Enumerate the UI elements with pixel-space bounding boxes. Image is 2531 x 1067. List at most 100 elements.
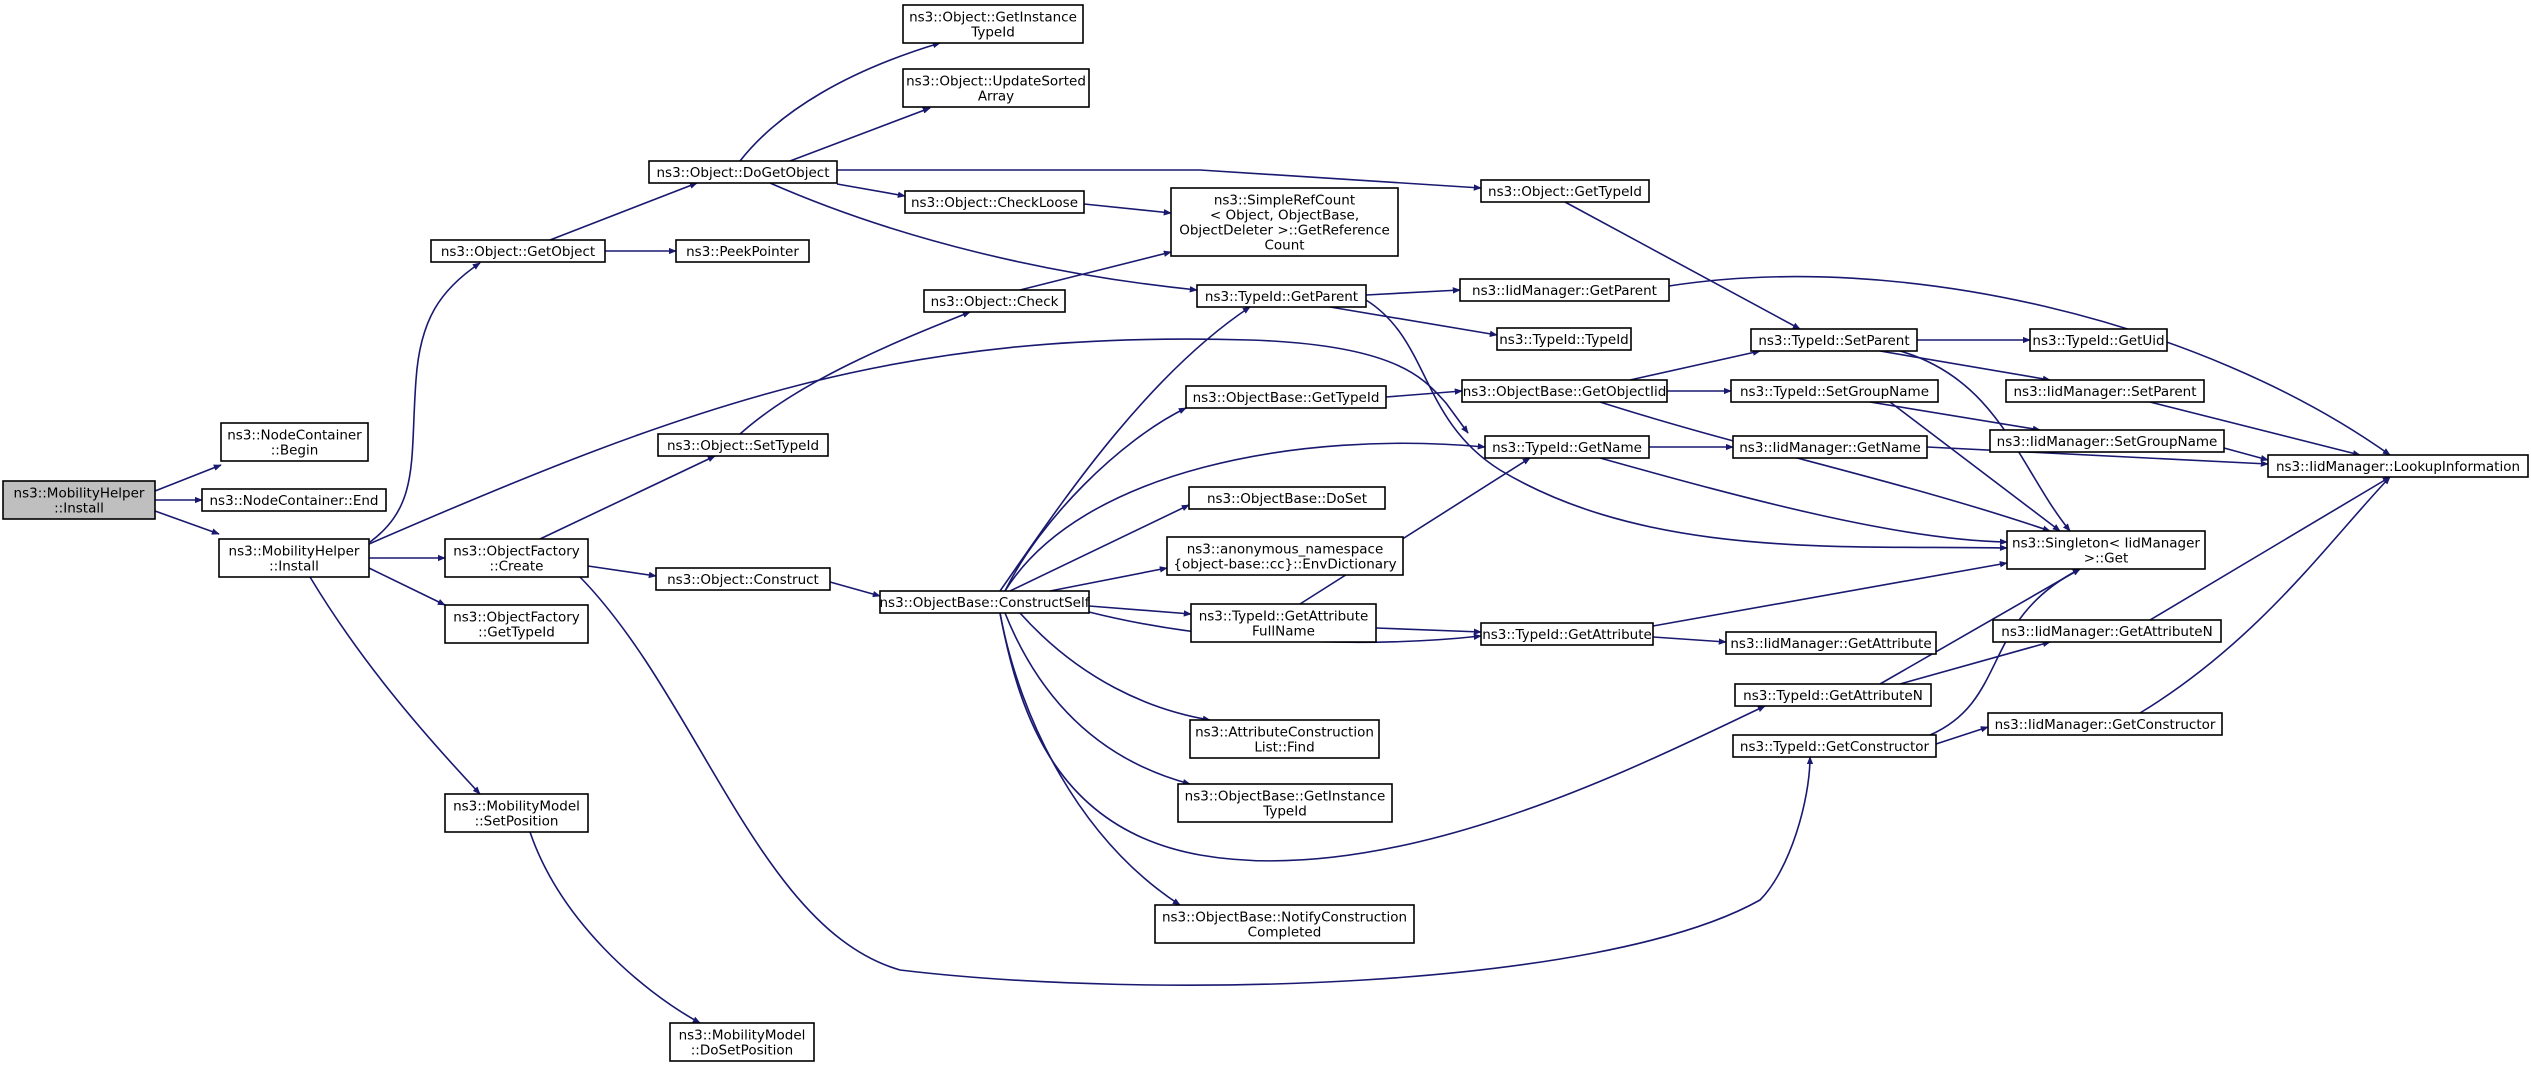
edge-iidmanager-getname-to-iidmanager-lookupinformation	[1926, 446, 2269, 467]
node-iidmanager-getname[interactable]: ns3::IidManager::GetName	[1732, 435, 1928, 459]
node-typeid-getattribute[interactable]: ns3::TypeId::GetAttribute	[1480, 622, 1654, 646]
node-box	[2029, 328, 2168, 352]
node-label: ns3::TypeId::TypeId	[1499, 332, 1629, 348]
node-typeid-typeid[interactable]: ns3::TypeId::TypeId	[1496, 327, 1632, 351]
call-arrow	[1019, 250, 1172, 291]
call-arrow	[1299, 457, 1531, 605]
node-label: ns3::SimpleRefCount	[1214, 193, 1355, 209]
node-iidmanager-getparent[interactable]: ns3::IidManager::GetParent	[1459, 278, 1670, 302]
node-typeid-getattributen[interactable]: ns3::TypeId::GetAttributeN	[1734, 683, 1932, 707]
node-typeid-getparent[interactable]: ns3::TypeId::GetParent	[1196, 284, 1367, 308]
node-objectbase-doset[interactable]: ns3::ObjectBase::DoSet	[1188, 486, 1386, 510]
call-arrow	[1629, 349, 1761, 381]
node-mobilitymodel-setposition[interactable]: ns3::MobilityModel::SetPosition	[444, 793, 589, 833]
node-mobilityhelper-install-root[interactable]: ns3::MobilityHelper::Install	[2, 480, 156, 520]
node-label: Array	[978, 89, 1014, 105]
node-iidmanager-getattributen[interactable]: ns3::IidManager::GetAttributeN	[1992, 619, 2222, 643]
node-singleton-get[interactable]: ns3::Singleton< IidManager>::Get	[2006, 530, 2206, 570]
node-label: {object-base::cc}::EnvDictionary	[1173, 557, 1396, 573]
node-label: Count	[1264, 238, 1304, 254]
edge-object-getobject-to-object-dogetobject	[549, 182, 698, 241]
node-object-dogetobject[interactable]: ns3::Object::DoGetObject	[648, 160, 838, 184]
node-objectbase-constructself[interactable]: ns3::ObjectBase::ConstructSelf	[879, 590, 1091, 614]
node-objectbase-gettypeid[interactable]: ns3::ObjectBase::GetTypeId	[1185, 385, 1387, 409]
node-label: ns3::TypeId::SetParent	[1758, 333, 1909, 349]
node-iidmanager-getattribute[interactable]: ns3::IidManager::GetAttribute	[1725, 631, 1937, 655]
edge-objectbase-constructself-to-typeid-getattributefullname	[1088, 605, 1192, 617]
edge-objectbase-constructself-to-envdictionary	[1049, 566, 1168, 592]
node-iidmanager-setparent[interactable]: ns3::IidManager::SetParent	[2005, 379, 2205, 403]
edge-iidmanager-setparent-to-iidmanager-lookupinformation	[2149, 401, 2361, 457]
node-label: ns3::TypeId::SetGroupName	[1740, 384, 1929, 400]
call-arrow	[369, 262, 481, 543]
call-arrow	[1385, 388, 1463, 398]
node-object-checkloose[interactable]: ns3::Object::CheckLoose	[904, 190, 1085, 214]
edge-object-settypeid-to-object-check	[739, 311, 971, 435]
node-label: ns3::Object::GetInstance	[909, 10, 1077, 26]
node-typeid-getuid[interactable]: ns3::TypeId::GetUid	[2029, 328, 2168, 352]
node-nodecontainer-end[interactable]: ns3::NodeContainer::End	[201, 488, 387, 512]
node-label: ns3::IidManager::SetParent	[2014, 384, 2197, 400]
node-simplerefcount-getreferencecount[interactable]: ns3::SimpleRefCount< Object, ObjectBase,…	[1170, 187, 1399, 257]
node-label: ns3::IidManager::GetParent	[1472, 283, 1657, 299]
node-object-check[interactable]: ns3::Object::Check	[923, 289, 1066, 313]
edge-objectfactory-create-to-object-construct	[587, 565, 657, 579]
node-box	[1480, 622, 1654, 646]
node-objectfactory-create[interactable]: ns3::ObjectFactory::Create	[444, 538, 589, 578]
node-peekpointer[interactable]: ns3::PeekPointer	[675, 239, 810, 263]
call-arrow	[829, 581, 881, 598]
edge-object-dogetobject-to-object-checkloose	[836, 183, 906, 198]
node-objectfactory-gettypeid[interactable]: ns3::ObjectFactory::GetTypeId	[444, 604, 589, 644]
node-typeid-setgroupname[interactable]: ns3::TypeId::SetGroupName	[1730, 379, 1939, 403]
node-box	[1484, 435, 1650, 459]
call-arrow	[739, 42, 941, 162]
call-arrow	[2139, 476, 2391, 714]
node-label: Completed	[1248, 925, 1322, 941]
call-arrow	[1879, 350, 2051, 382]
node-mobilityhelper-install[interactable]: ns3::MobilityHelper::Install	[218, 538, 370, 578]
edge-object-dogetobject-to-object-updatesortedarray	[789, 107, 931, 162]
edge-typeid-getparent-to-typeid-typeid	[1329, 306, 1498, 337]
node-objectbase-getobjectiid[interactable]: ns3::ObjectBase::GetObjectIid	[1461, 379, 1668, 403]
node-label: ns3::MobilityHelper	[229, 544, 360, 560]
node-label: FullName	[1252, 624, 1315, 640]
node-objectbase-notifyconstructioncompleted[interactable]: ns3::ObjectBase::NotifyConstructionCompl…	[1154, 904, 1415, 944]
node-iidmanager-getconstructor[interactable]: ns3::IidManager::GetConstructor	[1987, 712, 2223, 736]
node-box	[1496, 327, 1632, 351]
node-label: >::Get	[2084, 551, 2128, 567]
node-typeid-getname[interactable]: ns3::TypeId::GetName	[1484, 435, 1650, 459]
edge-typeid-getattributefullname-to-typeid-getname	[1299, 457, 1531, 605]
call-arrow	[368, 567, 446, 606]
call-arrow	[789, 107, 931, 162]
node-mobilitymodel-dosetposition[interactable]: ns3::MobilityModel::DoSetPosition	[669, 1022, 815, 1062]
node-typeid-getconstructor[interactable]: ns3::TypeId::GetConstructor	[1732, 734, 1937, 758]
node-object-construct[interactable]: ns3::Object::Construct	[655, 567, 831, 591]
node-object-settypeid[interactable]: ns3::Object::SetTypeId	[657, 433, 829, 457]
call-arrow	[1019, 612, 1211, 722]
node-box	[1166, 536, 1404, 576]
call-arrow	[2149, 401, 2361, 457]
call-arrow	[1049, 566, 1168, 592]
node-iidmanager-setgroupname[interactable]: ns3::IidManager::SetGroupName	[1989, 429, 2225, 453]
node-envdictionary[interactable]: ns3::anonymous_namespace{object-base::cc…	[1166, 536, 1404, 576]
node-label: ns3::TypeId::GetAttribute	[1199, 609, 1369, 625]
node-box	[444, 538, 589, 578]
edge-object-dogetobject-to-object-gettypeid	[837, 169, 1482, 191]
node-label: ns3::Object::UpdateSorted	[906, 74, 1086, 90]
call-nodes: ns3::MobilityHelper::Install ns3::NodeCon…	[2, 4, 2529, 1062]
call-edges	[154, 42, 2391, 1024]
node-label: ns3::IidManager::GetConstructor	[1995, 717, 2216, 733]
edge-object-check-to-simplerefcount-getreferencecount	[1019, 250, 1172, 291]
node-iidmanager-lookupinformation[interactable]: ns3::IidManager::LookupInformation	[2267, 454, 2529, 478]
call-arrow	[579, 576, 1814, 986]
node-object-getobject[interactable]: ns3::Object::GetObject	[430, 239, 606, 263]
call-arrow	[1652, 636, 1727, 645]
node-nodecontainer-begin[interactable]: ns3::NodeContainer::Begin	[220, 422, 369, 462]
node-typeid-setparent[interactable]: ns3::TypeId::SetParent	[1750, 328, 1918, 352]
node-object-gettypeid[interactable]: ns3::Object::GetTypeId	[1480, 179, 1650, 203]
